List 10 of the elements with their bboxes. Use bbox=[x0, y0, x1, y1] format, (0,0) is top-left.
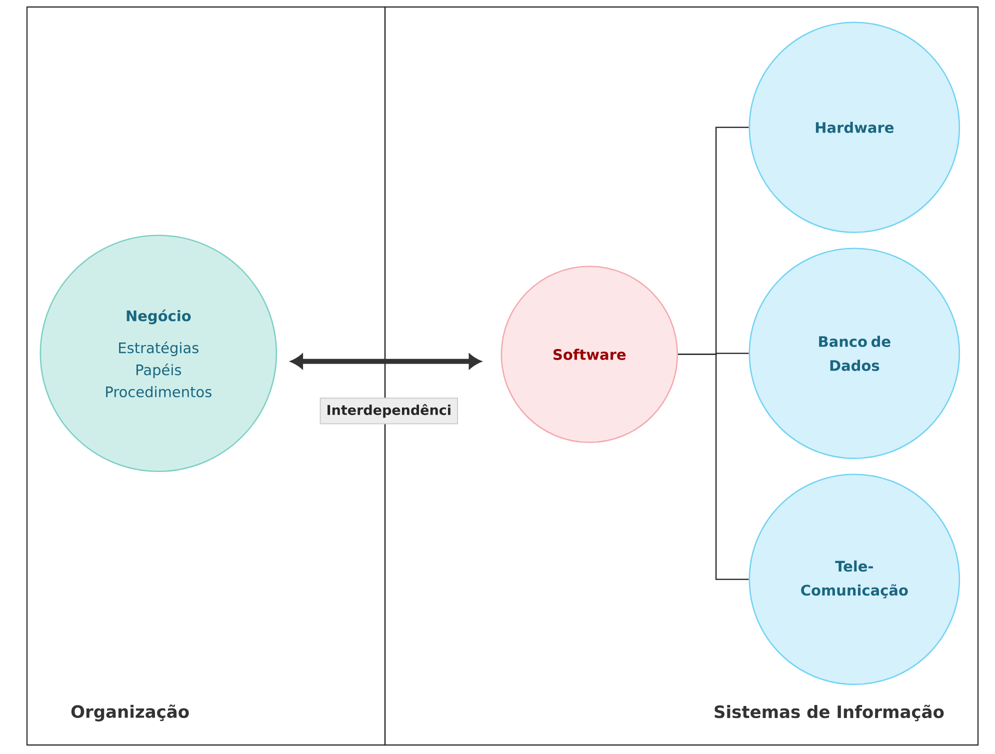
circle-node: Hardware bbox=[748, 22, 960, 234]
panel-title: Organização bbox=[71, 704, 189, 722]
edge-label: Interdependênci bbox=[320, 398, 458, 424]
circle-node: Software bbox=[500, 266, 678, 444]
double-arrow bbox=[291, 354, 481, 368]
connector-line bbox=[678, 354, 749, 580]
circle-node: Negócio Estratégias Papéis Procedimentos bbox=[40, 234, 278, 472]
circle-node: Banco de Dados bbox=[748, 248, 960, 460]
circle-node: Tele-Comunicação bbox=[748, 474, 960, 686]
panel-title: Sistemas de Informação bbox=[714, 704, 944, 722]
